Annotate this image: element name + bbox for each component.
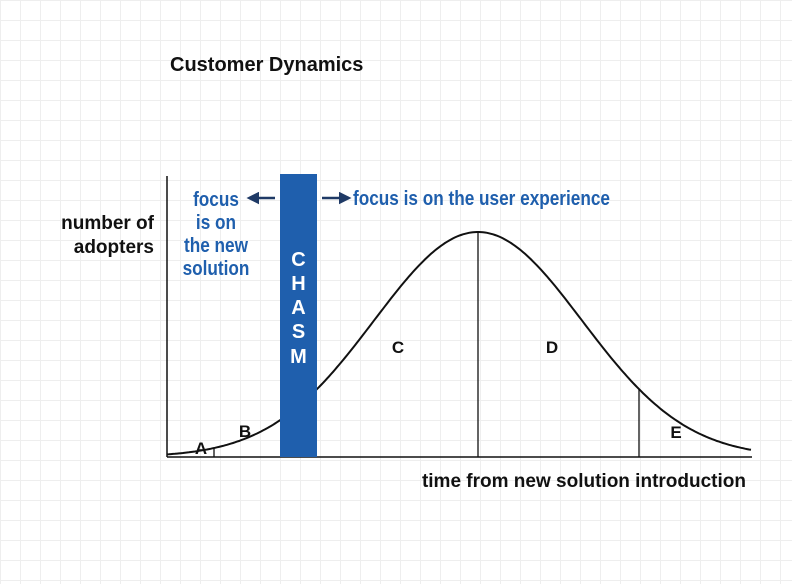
adoption-bell-curve	[166, 231, 752, 456]
left-focus-line-2: is on	[196, 211, 236, 234]
diagram-title: Customer Dynamics	[170, 54, 363, 76]
right-focus-text: focus is on the user experience	[353, 187, 610, 210]
chasm-letter-s: S	[292, 321, 305, 343]
segment-label-d: D	[546, 338, 558, 357]
left-focus-line-4: solution	[183, 257, 250, 280]
segment-label-c: C	[392, 338, 404, 357]
chasm-letter-h: H	[291, 273, 305, 295]
y-axis-label-line-2: adopters	[74, 237, 154, 258]
x-axis-label: time from new solution introduction	[422, 471, 746, 492]
chasm-bar	[280, 174, 317, 457]
segment-label-a: A	[195, 439, 207, 458]
segment-label-b: B	[239, 422, 251, 441]
segment-label-e: E	[670, 423, 681, 442]
chasm-letter-c: C	[291, 249, 305, 271]
chasm-letter-a: A	[291, 297, 305, 319]
chasm-letter-m: M	[290, 346, 307, 368]
left-focus-line-3: the new	[184, 234, 248, 257]
left-focus-line-1: focus	[193, 188, 239, 211]
y-axis-label-line-1: number of	[61, 213, 155, 234]
